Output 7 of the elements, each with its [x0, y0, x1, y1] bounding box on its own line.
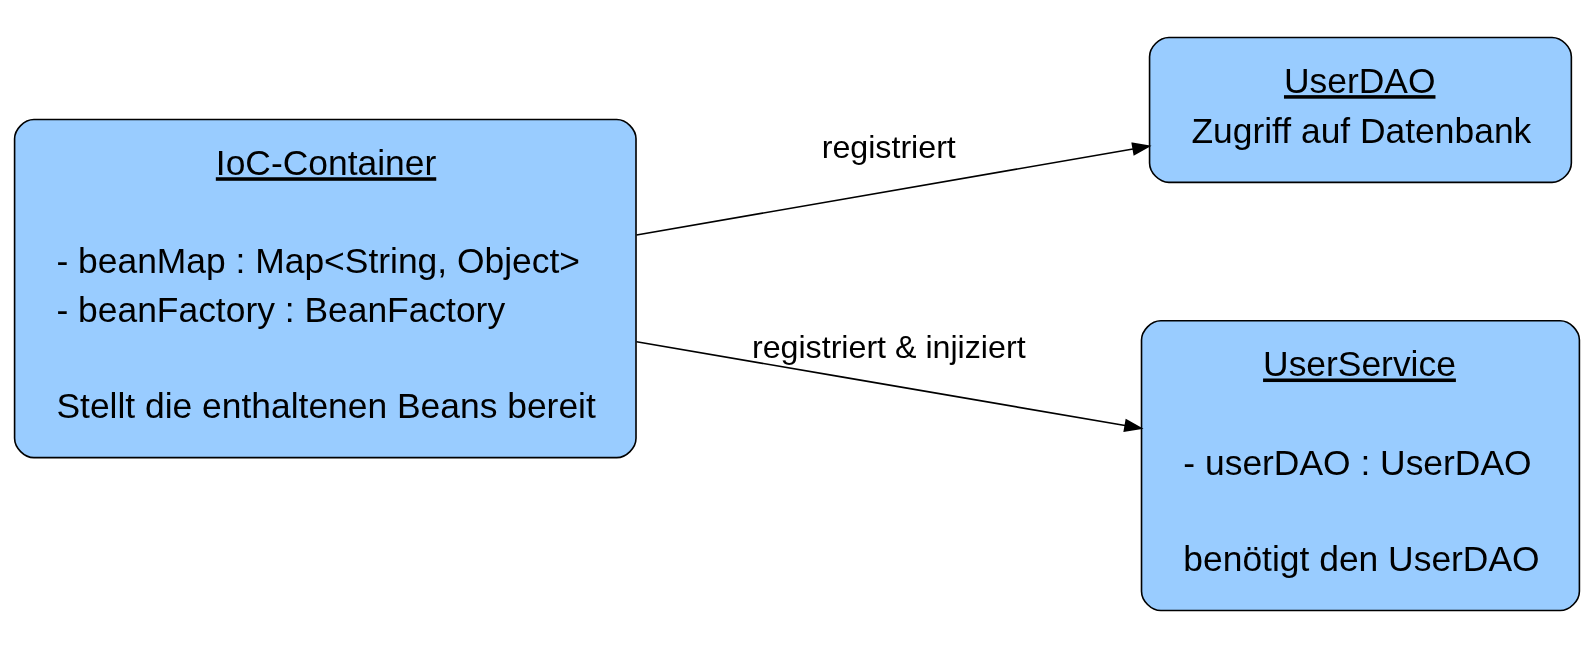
edge-label: registriert: [821, 129, 956, 166]
arrow: [635, 142, 1152, 236]
edge-label: registriert & injiziert: [751, 328, 1026, 365]
node-box: UserService - userDAO : UserDAO benötigt den UserDAO: [1140, 319, 1581, 612]
arrow: [635, 340, 1144, 433]
node-box: IoC-Container - beanMap : Map<String, Object> - beanFactory : BeanFactory Stellt die enthaltenen Beans bereit: [13, 118, 637, 459]
node-box: UserDAO Zugriff auf Datenbank: [1148, 36, 1573, 184]
